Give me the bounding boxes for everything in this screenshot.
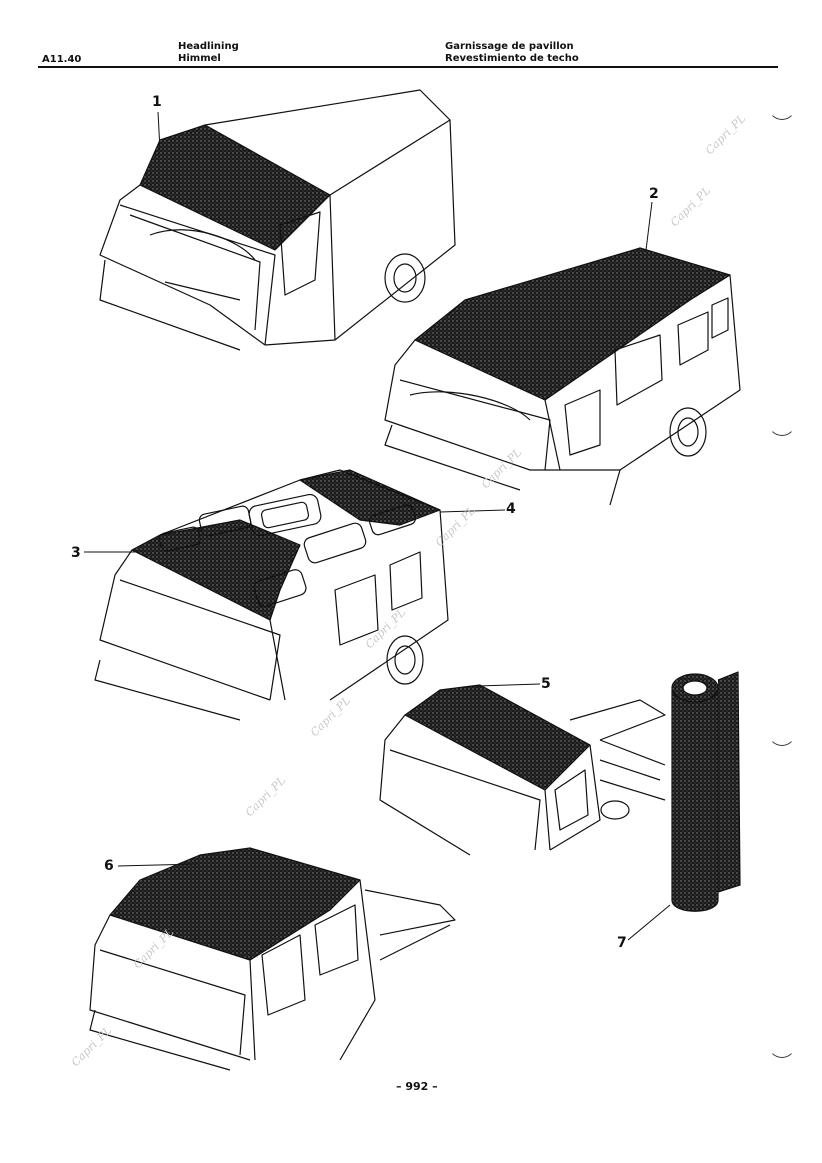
callout-7: 7	[617, 935, 627, 951]
headlining-panel-5	[404, 684, 591, 791]
section-code: A11.40	[42, 54, 82, 65]
pickup-illustration-5	[379, 684, 666, 856]
headlining-roll-7	[671, 671, 741, 912]
page-number: – 992 –	[396, 1080, 438, 1093]
punch-hole-mark	[768, 408, 796, 436]
minibus-illustration-2	[384, 247, 741, 506]
punch-hole-mark	[768, 92, 796, 120]
title-english: Headlining	[178, 41, 239, 52]
bus-illustration-3-4	[94, 469, 449, 721]
header-rule	[38, 66, 778, 68]
crewcab-illustration-6	[89, 847, 456, 1071]
headlining-panel-6	[109, 847, 361, 961]
punch-hole-mark	[768, 718, 796, 746]
leader-lines	[84, 111, 671, 941]
punch-hole-mark	[768, 1030, 796, 1058]
van-illustration-1	[99, 89, 456, 351]
callout-5: 5	[541, 676, 551, 692]
headlining-panel-1	[139, 124, 331, 251]
headlining-panel-3	[131, 519, 301, 621]
title-german: Himmel	[178, 53, 221, 64]
callout-3: 3	[71, 545, 81, 561]
title-spanish: Revestimiento de techo	[445, 53, 579, 64]
callout-2: 2	[649, 186, 659, 202]
callout-6: 6	[104, 858, 114, 874]
callout-4: 4	[506, 501, 516, 517]
callout-1: 1	[152, 94, 162, 110]
headlining-panel-2	[414, 247, 731, 401]
title-french: Garnissage de pavillon	[445, 41, 574, 52]
headlining-panel-4	[299, 469, 441, 526]
